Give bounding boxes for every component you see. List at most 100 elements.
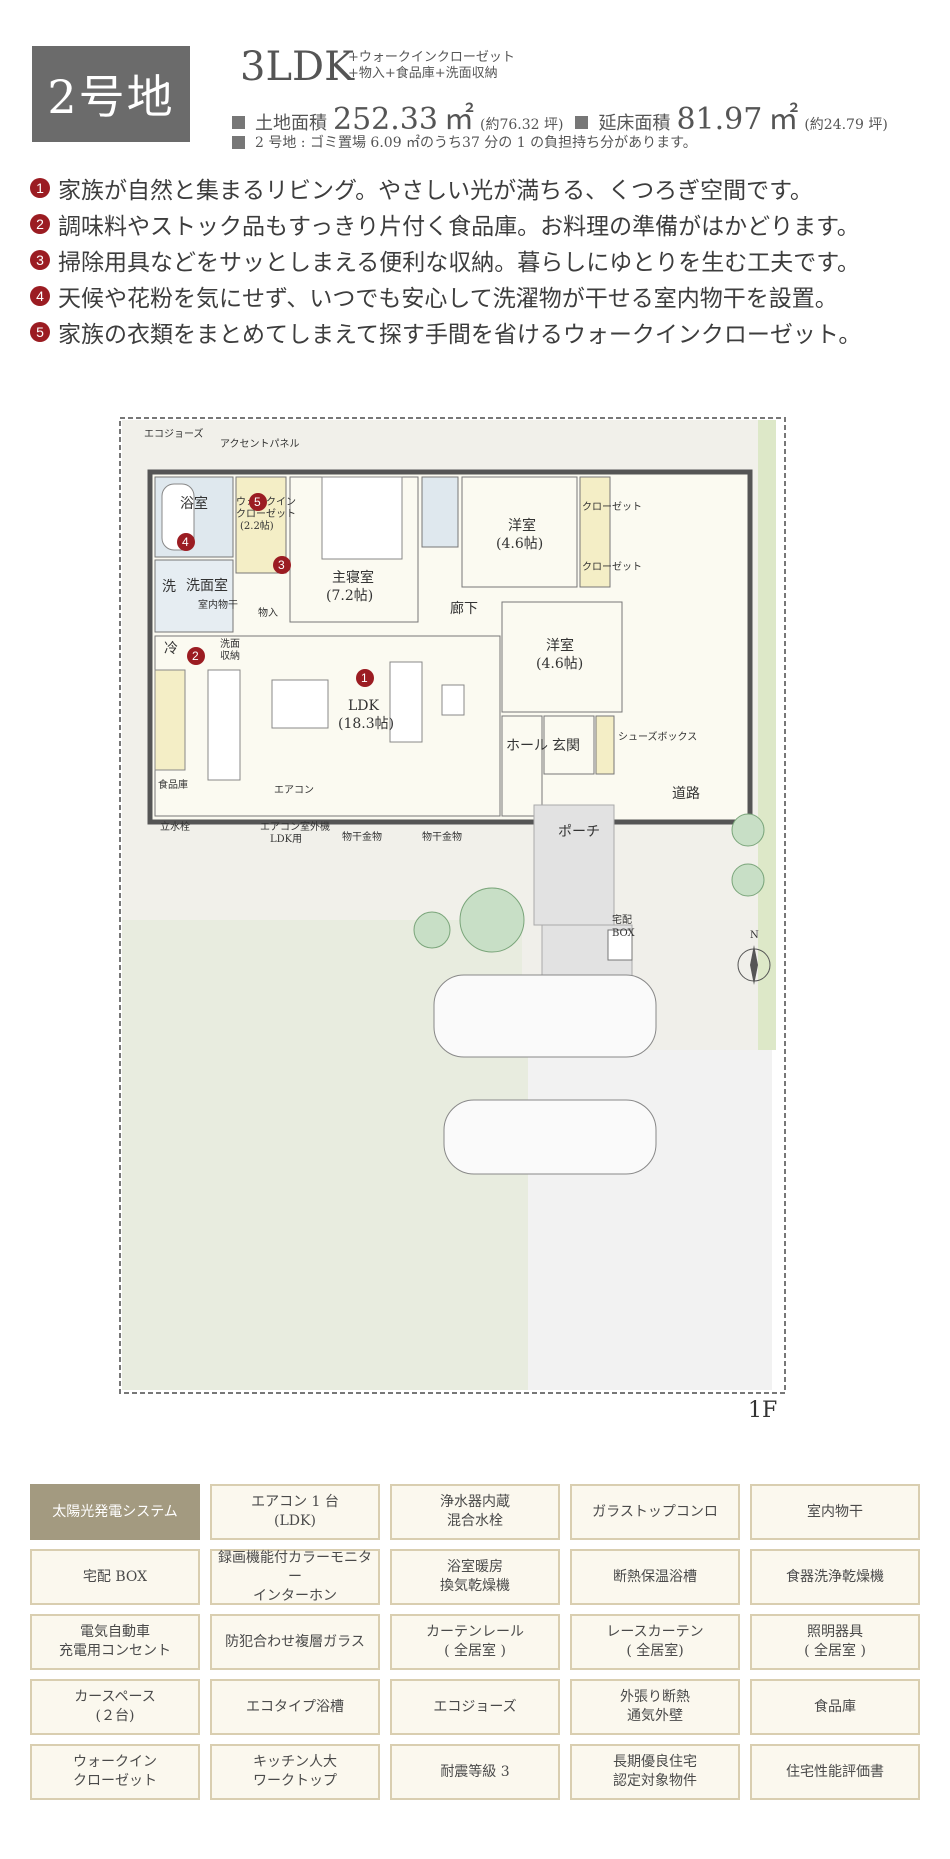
porch-label: ポーチ bbox=[558, 824, 600, 840]
svg-text:2: 2 bbox=[192, 649, 199, 663]
shoebox-cabinet bbox=[595, 715, 615, 775]
tree-icon bbox=[731, 863, 765, 897]
wash-storage-label-1: 洗面 bbox=[220, 638, 240, 650]
room-b-label: 洋室 bbox=[546, 637, 574, 654]
room-a-label: 洋室 bbox=[508, 517, 536, 534]
feature-list: 1 家族が自然と集まるリビング。やさしい光が満ちる、くつろぎ空間です。 2 調味料や… bbox=[30, 170, 861, 350]
feature-text: 掃除用具などをサッとしまえる便利な収納。暮らしにゆとりを生む工夫です。 bbox=[58, 250, 861, 276]
equipment-item: キッチン人大 ワークトップ bbox=[210, 1744, 380, 1800]
equipment-item: レースカーテン ( 全居室) bbox=[570, 1614, 740, 1670]
accent-panel-label: アクセントパネル bbox=[220, 438, 300, 450]
room-a-size-label: (4.6帖) bbox=[496, 536, 543, 552]
garbage-note: 2 号地 : ゴミ置場 6.09 ㎡のうち37 分の 1 の負担持ち分があります… bbox=[232, 132, 697, 152]
number-badge-icon: 2 bbox=[30, 214, 50, 234]
holl-label: ホール bbox=[506, 738, 548, 754]
road-label: 道路 bbox=[672, 786, 700, 802]
hanger-label-2: 物干金物 bbox=[422, 830, 462, 843]
land-area-label: 土地面積 bbox=[255, 113, 327, 134]
wash-icon-label: 洗 bbox=[162, 579, 176, 595]
pantry-shelf bbox=[154, 669, 186, 771]
equipment-item: 太陽光発電システム bbox=[30, 1484, 200, 1540]
hedge-strip bbox=[758, 420, 776, 1050]
square-bullet-icon bbox=[232, 116, 245, 129]
garbage-note-text: 2 号地 : ゴミ置場 6.09 ㎡のうち37 分の 1 の負担持ち分があります… bbox=[255, 135, 697, 151]
feature-item: 3 掃除用具などをサッとしまえる便利な収納。暮らしにゆとりを生む工夫です。 bbox=[30, 242, 861, 278]
room-b-size-label: (4.6帖) bbox=[536, 656, 583, 672]
eco-label: エコジョーズ bbox=[144, 427, 204, 440]
equipment-item: ガラストップコンロ bbox=[570, 1484, 740, 1540]
svg-text:5: 5 bbox=[254, 495, 261, 509]
equipment-grid: 太陽光発電システムエアコン 1 台 (LDK)浄水器内蔵 混合水栓ガラストップコ… bbox=[30, 1484, 920, 1800]
equipment-item: 外張り断熱 通気外壁 bbox=[570, 1679, 740, 1735]
ldk-label: LDK bbox=[348, 698, 380, 714]
north-label: N bbox=[750, 930, 759, 941]
plan-marker-3: 3 bbox=[273, 556, 291, 574]
delivery-box-icon bbox=[607, 929, 633, 961]
land-area-tsubo: (約76.32 坪) bbox=[479, 117, 564, 133]
number-badge-icon: 5 bbox=[30, 322, 50, 342]
feature-text: 家族の衣類をまとめてしまえて探す手間を省けるウォークインクローゼット。 bbox=[58, 322, 862, 348]
number-badge-icon: 1 bbox=[30, 178, 50, 198]
equipment-item: 浄水器内蔵 混合水栓 bbox=[390, 1484, 560, 1540]
wash-storage-label-2: 収納 bbox=[220, 649, 240, 662]
hall-room bbox=[501, 715, 543, 817]
feature-text: 天候や花粉を気にせず、いつでも安心して洗濯物が干せる室内物干を設置。 bbox=[58, 286, 838, 312]
plan-extras-line1: +ウォークインクローゼット bbox=[348, 50, 515, 65]
equipment-item: 食品庫 bbox=[750, 1679, 920, 1735]
land-area-value: 252.33 bbox=[333, 102, 438, 137]
svg-text:4: 4 bbox=[182, 535, 189, 549]
tree-icon bbox=[731, 813, 765, 847]
svg-text:3: 3 bbox=[278, 558, 285, 572]
equipment-item: ウォークイン クローゼット bbox=[30, 1744, 200, 1800]
washroom-label: 洗面室 bbox=[186, 577, 228, 594]
tree-icon bbox=[413, 911, 451, 949]
feature-text: 家族が自然と集まるリビング。やさしい光が満ちる、くつろぎ空間です。 bbox=[58, 178, 813, 204]
tv-table-icon bbox=[441, 684, 465, 716]
floor-area-value: 81.97 bbox=[676, 102, 763, 137]
feature-text: 調味料やストック品もすっきり片付く食品庫。お料理の準備がはかどります。 bbox=[58, 214, 860, 240]
equipment-item: 宅配 BOX bbox=[30, 1549, 200, 1605]
equipment-item: 照明器具 ( 全居室 ) bbox=[750, 1614, 920, 1670]
equipment-item: 浴室暖房 換気乾燥機 bbox=[390, 1549, 560, 1605]
plan-type: 3LDK bbox=[240, 44, 354, 90]
feature-item: 1 家族が自然と集まるリビング。やさしい光が満ちる、くつろぎ空間です。 bbox=[30, 170, 861, 206]
aircon-outdoor-label-1: エアコン室外機 bbox=[260, 820, 330, 833]
equipment-item: 防犯合わせ複層ガラス bbox=[210, 1614, 380, 1670]
square-bullet-icon bbox=[575, 116, 589, 129]
master-size-label: (7.2帖) bbox=[326, 588, 373, 604]
wash-room bbox=[154, 559, 234, 633]
drying-label: 室内物干 bbox=[198, 598, 238, 611]
bed-icon bbox=[321, 476, 403, 560]
lot-badge: 2号地 bbox=[32, 46, 190, 142]
floor-area-label: 延床面積 bbox=[598, 113, 671, 134]
land-area-unit: ㎡ bbox=[443, 102, 474, 137]
floor-plan: エコジョーズ アクセントパネル 浴室 洗 洗面室 室内物干 冷 食品庫 立水栓 … bbox=[119, 417, 786, 1394]
equipment-item: 耐震等級 3 bbox=[390, 1744, 560, 1800]
plan-marker-2: 2 bbox=[187, 647, 205, 665]
aircon-outdoor-label-2: LDK用 bbox=[270, 834, 302, 845]
feature-item: 2 調味料やストック品もすっきり片付く食品庫。お料理の準備がはかどります。 bbox=[30, 206, 861, 242]
square-bullet-icon bbox=[232, 135, 245, 149]
equipment-item: エアコン 1 台 (LDK) bbox=[210, 1484, 380, 1540]
equipment-item: 断熱保温浴槽 bbox=[570, 1549, 740, 1605]
feature-item: 5 家族の衣類をまとめてしまえて探す手間を省けるウォークインクローゼット。 bbox=[30, 314, 861, 350]
floor-label: 1F bbox=[748, 1398, 778, 1423]
floor-area-tsubo: (約24.79 坪) bbox=[804, 117, 888, 133]
area-specs: 土地面積 252.33 ㎡ (約76.32 坪) 延床面積 81.97 ㎡ (約… bbox=[232, 94, 888, 138]
wic-label-2: クローゼット bbox=[236, 508, 296, 520]
western-room-b bbox=[501, 601, 623, 713]
closet-a bbox=[579, 476, 611, 588]
toilet-room bbox=[421, 476, 459, 548]
porch-tiles bbox=[533, 804, 615, 926]
equipment-item: カーテンレール ( 全居室 ) bbox=[390, 1614, 560, 1670]
number-badge-icon: 3 bbox=[30, 250, 50, 270]
hanger-label-1: 物干金物 bbox=[342, 830, 382, 843]
kitchen-counter-icon bbox=[207, 669, 241, 781]
closet-b-label: クローゼット bbox=[582, 561, 642, 573]
car-icon bbox=[443, 1099, 657, 1175]
dining-table-icon bbox=[271, 679, 329, 729]
plan-marker-5: 5 bbox=[249, 493, 267, 511]
master-label: 主寝室 bbox=[332, 569, 374, 586]
floor-area-unit: ㎡ bbox=[768, 102, 799, 137]
